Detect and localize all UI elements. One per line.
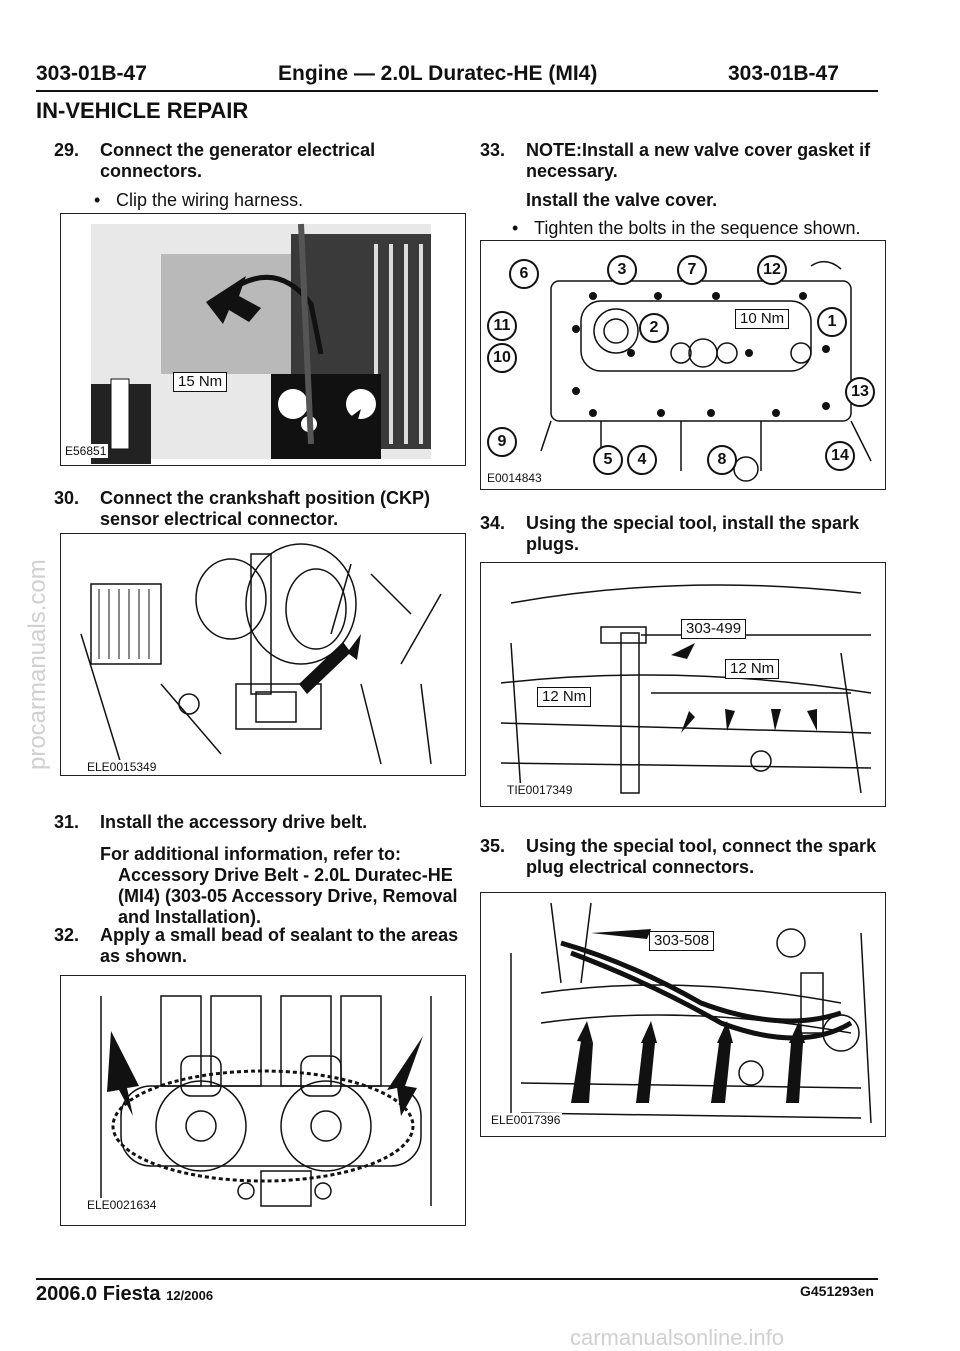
spark-plug-illustration [500, 584, 872, 794]
step-33: 33. NOTE:Install a new valve cover gaske… [480, 140, 880, 182]
step-30: 30. Connect the crankshaft position (CKP… [54, 488, 454, 530]
step-number: 30. [54, 488, 80, 508]
step-31-info: For additional information, refer to: [100, 844, 460, 865]
timing-chain-illustration [100, 995, 432, 1207]
footer-model-name: 2006.0 Fiesta [36, 1283, 161, 1305]
step-33-instruction: Install the valve cover. [526, 190, 886, 211]
callout-3: 3 [607, 255, 637, 285]
step-text: Using the special tool, connect the spar… [526, 836, 877, 877]
bullet-33: • Tighten the bolts in the sequence show… [512, 218, 892, 239]
figure-id: E0014843 [485, 471, 544, 485]
callout-6: 6 [509, 259, 539, 289]
spark-plug-connector-illustration [510, 902, 872, 1124]
torque-label: 15 Nm [173, 372, 228, 392]
step-29: 29. Connect the generator electrical con… [54, 140, 434, 182]
callout-10: 10 [487, 343, 517, 373]
torque-label-b: 12 Nm [537, 687, 592, 707]
step-number: 32. [54, 925, 80, 945]
step-text: Install the accessory drive belt. [100, 812, 368, 832]
reference-text: Accessory Drive Belt - 2.0L Duratec-HE (… [118, 865, 458, 927]
figure-sealant-areas: ELE0021634 [60, 975, 466, 1226]
callout-2: 2 [639, 313, 669, 343]
reference-intro: For additional information, refer to: [100, 844, 401, 864]
header-right-code: 303-01B-47 [728, 62, 839, 85]
watermark-bottom: carmanualsonline.info [570, 1325, 785, 1350]
callout-1: 1 [817, 307, 847, 337]
figure-id: E56851 [63, 444, 109, 458]
step-number: 29. [54, 140, 80, 160]
step-32: 32. Apply a small bead of sealant to the… [54, 925, 464, 967]
footer-rule [36, 1278, 878, 1280]
callout-11: 11 [487, 311, 517, 341]
figure-id: ELE0021634 [85, 1198, 159, 1212]
instruction-text: Install the valve cover. [526, 190, 718, 210]
torque-label-a: 12 Nm [725, 659, 780, 679]
callout-7: 7 [677, 255, 707, 285]
bullet-text: Clip the wiring harness. [116, 190, 304, 210]
tool-label: 303-499 [681, 619, 747, 639]
footer-model: 2006.0 Fiesta 12/2006 [36, 1283, 213, 1306]
figure-id: ELE0017396 [489, 1113, 563, 1127]
step-34: 34. Using the special tool, install the … [480, 513, 880, 555]
figure-generator-connectors: 15 Nm E56851 [60, 213, 466, 466]
callout-4: 4 [627, 445, 657, 475]
step-number: 35. [480, 836, 506, 856]
bullet-dot: • [94, 190, 101, 210]
section-title: IN-VEHICLE REPAIR [36, 98, 249, 123]
bullet-29: • Clip the wiring harness. [94, 190, 454, 211]
step-text: NOTE:Install a new valve cover gasket if… [526, 140, 871, 181]
header-rule [36, 90, 878, 92]
callout-5: 5 [593, 445, 623, 475]
footer-code: G451293en [800, 1283, 874, 1299]
figure-spark-plugs: 303-499 12 Nm 12 Nm TIE0017349 [480, 562, 886, 807]
tool-label: 303-508 [649, 931, 715, 951]
step-31-reference: Accessory Drive Belt - 2.0L Duratec-HE (… [118, 865, 460, 928]
footer-date: 12/2006 [166, 1288, 214, 1303]
step-text: Connect the crankshaft position (CKP) se… [100, 488, 431, 529]
figure-ckp-sensor: ELE0015349 [60, 533, 466, 776]
callout-12: 12 [757, 255, 787, 285]
step-text: Using the special tool, install the spar… [526, 513, 860, 554]
header-title: Engine — 2.0L Duratec-HE (MI4) [278, 62, 598, 85]
callout-8: 8 [707, 445, 737, 475]
step-number: 33. [480, 140, 506, 160]
generator-illustration [91, 223, 431, 464]
callout-13: 13 [845, 377, 875, 407]
callout-14: 14 [825, 441, 855, 471]
bullet-text: Tighten the bolts in the sequence shown. [534, 218, 861, 238]
header-left-code: 303-01B-47 [36, 62, 147, 85]
figure-id: TIE0017349 [505, 783, 575, 797]
ckp-sensor-illustration [80, 543, 442, 765]
figure-valve-cover-sequence: 6 3 7 12 11 2 10 Nm 1 10 13 9 5 4 8 14 E… [480, 240, 886, 490]
step-number: 34. [480, 513, 506, 533]
valve-cover-illustration [540, 260, 872, 482]
bullet-dot: • [512, 218, 519, 238]
callout-9: 9 [487, 427, 517, 457]
figure-spark-plug-connectors: 303-508 ELE0017396 [480, 892, 886, 1137]
step-35: 35. Using the special tool, connect the … [480, 836, 880, 878]
step-number: 31. [54, 812, 80, 832]
step-text: Connect the generator electrical connect… [100, 140, 376, 181]
torque-label: 10 Nm [735, 309, 790, 329]
watermark-side: procarmanuals.com [24, 559, 51, 770]
step-text: Apply a small bead of sealant to the are… [100, 925, 459, 966]
figure-id: ELE0015349 [85, 760, 159, 774]
step-31: 31. Install the accessory drive belt. [54, 812, 454, 833]
